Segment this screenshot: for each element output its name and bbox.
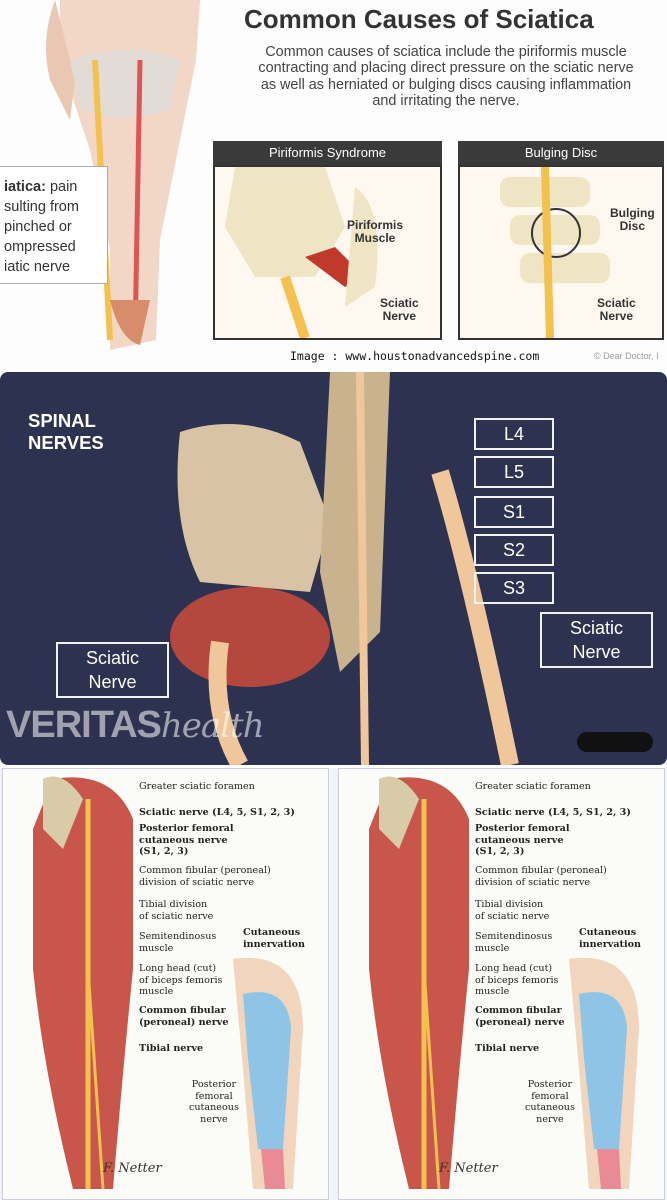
- brand-bold: VERITAS: [6, 704, 162, 746]
- annotation-4: Common fibular (peroneal) division of sc…: [475, 865, 607, 888]
- pelvis-illustration: [170, 372, 519, 765]
- piriformis-nerve-label: Sciatic Nerve: [380, 296, 419, 323]
- image-caption: Image : www.houstonadvancedspine.com: [290, 349, 540, 363]
- bulging-disc-label: Bulging Disc: [610, 206, 655, 233]
- callout-bold: iatica:: [4, 179, 46, 195]
- spinal-nerves-heading: SPINAL NERVES: [28, 410, 104, 453]
- nerve-label-l5: L5: [474, 456, 554, 488]
- sciatic-nerve-left-label: Sciatic Nerve: [56, 642, 169, 698]
- annotation-2: Sciatic nerve (L4, 5, S1, 2, 3): [139, 807, 295, 818]
- redaction-mark: [577, 732, 653, 752]
- annotation-6: Semitendinosus muscle: [139, 931, 217, 954]
- annotation-6: Semitendinosus muscle: [475, 931, 553, 954]
- leg-anatomy-illustration: [33, 776, 303, 1190]
- piriformis-box: Piriformis Muscle Sciatic Nerve: [213, 165, 442, 340]
- annotation-9: Tibial nerve: [475, 1043, 540, 1054]
- veritas-logo: VERITAShealth: [6, 704, 265, 747]
- annotation-5: Tibial division of sciatic nerve: [139, 899, 214, 922]
- leg-anatomy-illustration: [369, 776, 639, 1190]
- piriformis-header: Piriformis Syndrome: [213, 141, 442, 165]
- bulging-disc-illustration: [500, 167, 610, 338]
- nerve-label-s3: S3: [474, 572, 554, 604]
- annotation-3: Posterior femoral cutaneous nerve (S1, 2…: [139, 823, 234, 857]
- bulging-disc-header: Bulging Disc: [458, 141, 664, 165]
- nerve-label-s1: S1: [474, 496, 554, 528]
- nerve-label-s2: S2: [474, 534, 554, 566]
- annotation-1: Greater sciatic foramen: [139, 781, 255, 792]
- annotation-8: Common fibular (peroneal) nerve: [139, 1005, 229, 1028]
- bulging-disc-box: Bulging Disc Sciatic Nerve: [458, 165, 664, 340]
- intro-text: Common causes of sciatica include the pi…: [258, 44, 634, 110]
- annotation-7: Long head (cut) of biceps femoris muscle: [139, 963, 223, 997]
- annotation-9: Tibial nerve: [139, 1043, 204, 1054]
- sciatica-callout: iatica: pain sulting from pinched or omp…: [0, 166, 108, 284]
- annotation-4: Common fibular (peroneal) division of sc…: [139, 865, 271, 888]
- sciatic-nerve-right-label: Sciatic Nerve: [540, 612, 653, 668]
- netter-signature: F. Netter: [439, 1161, 498, 1176]
- bulging-nerve-label: Sciatic Nerve: [597, 296, 636, 323]
- annotation-5: Tibial division of sciatic nerve: [475, 899, 550, 922]
- cutaneous-label: Posterior femoral cutaneous nerve: [525, 1079, 575, 1125]
- brand-italic: health: [160, 706, 265, 746]
- netter-signature: F. Netter: [103, 1161, 162, 1176]
- piriformis-muscle-label: Piriformis Muscle: [347, 218, 404, 245]
- cutaneous-title: Cutaneous innervation: [579, 927, 641, 950]
- image-credit: © Dear Doctor, I: [594, 351, 659, 361]
- annotation-1: Greater sciatic foramen: [475, 781, 591, 792]
- cutaneous-label: Posterior femoral cutaneous nerve: [189, 1079, 239, 1125]
- annotation-8: Common fibular (peroneal) nerve: [475, 1005, 565, 1028]
- back-anatomy-illustration: [46, 0, 200, 350]
- callout-text: pain sulting from pinched or ompressed i…: [4, 179, 79, 275]
- cutaneous-title: Cutaneous innervation: [243, 927, 305, 950]
- annotation-2: Sciatic nerve (L4, 5, S1, 2, 3): [475, 807, 631, 818]
- piriformis-illustration: [225, 167, 378, 338]
- annotation-7: Long head (cut) of biceps femoris muscle: [475, 963, 559, 997]
- annotation-3: Posterior femoral cutaneous nerve (S1, 2…: [475, 823, 570, 857]
- page-title: Common Causes of Sciatica: [244, 4, 594, 34]
- nerve-label-l4: L4: [474, 418, 554, 450]
- sciatica-causes-panel: iatica: pain sulting from pinched or omp…: [0, 0, 667, 370]
